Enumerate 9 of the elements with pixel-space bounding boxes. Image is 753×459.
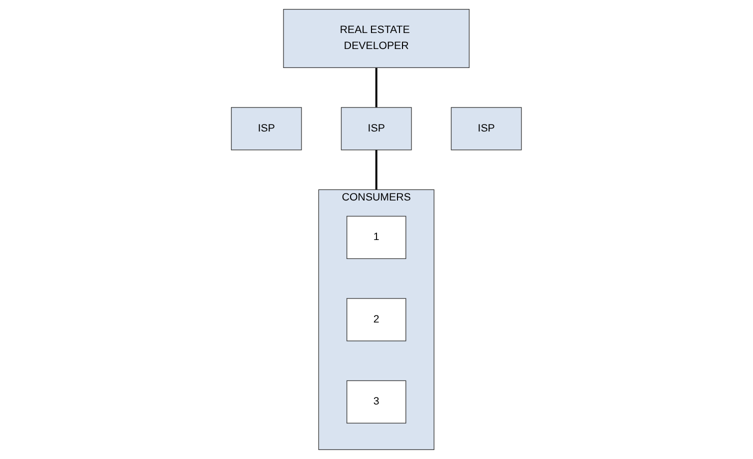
connector: [376, 68, 378, 108]
node-box: ISP: [341, 107, 412, 150]
connector: [376, 150, 378, 190]
node-box: REAL ESTATE DEVELOPER: [283, 8, 470, 68]
node-box: 1: [346, 216, 406, 259]
node-box: ISP: [451, 107, 522, 150]
node-box: ISP: [231, 107, 302, 150]
node-box: 2: [346, 298, 406, 342]
node-box: 3: [346, 380, 406, 424]
